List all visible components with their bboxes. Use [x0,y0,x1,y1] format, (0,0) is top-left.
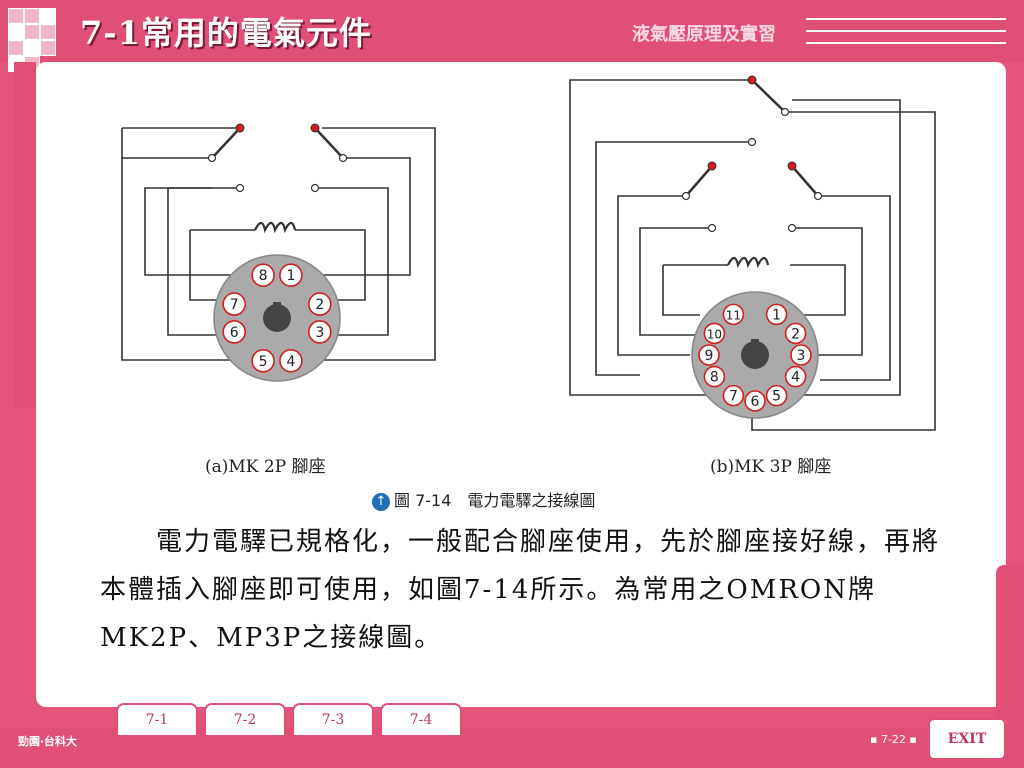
pin-4 [279,348,303,373]
pin-4 [784,365,807,388]
left-border [14,62,36,407]
exit-button[interactable]: EXIT [928,718,1006,760]
pin-label: 5 [772,389,781,405]
pin-label: 1 [286,268,295,284]
tab-7-4[interactable]: 7-4 [380,703,462,737]
pin-7 [722,384,745,407]
contact-points [207,107,823,233]
page-number: ▪ 7-22 ▪ [870,733,917,746]
red-contacts [235,75,797,171]
caption-mk2p: (a)MK 2P 腳座 [205,457,326,477]
pin-5 [251,348,275,373]
pin-9 [698,344,720,366]
pin-11 [722,303,745,326]
decorative-squares [8,8,70,78]
pin-label: 4 [286,354,295,370]
pin-6 [744,390,766,412]
pin-7 [222,292,247,316]
pins-2p: 8 1 7 2 6 3 5 4 [222,263,332,373]
pin-3 [307,320,332,344]
pin-label: 7 [729,389,738,405]
pin-2 [307,292,332,316]
pin-label: 9 [705,348,714,364]
pin-label: 5 [259,354,268,370]
pin-label: 8 [710,370,719,386]
pin-label: 8 [259,268,268,284]
pin-8 [703,365,726,388]
divider [806,18,1006,20]
page-title: 7-1常用的電氣元件 [80,14,372,52]
pin-label: 3 [797,348,806,364]
pin-1 [765,303,788,326]
tab-7-2[interactable]: 7-2 [204,703,286,737]
up-arrow-icon: ↑ [372,492,390,511]
right-border-tab [996,565,1024,730]
pin-5 [765,384,788,407]
pin-label: 11 [726,308,741,322]
pin-label: 2 [315,297,324,313]
publisher-logo: 勁園‧台科大 [18,733,77,749]
pin-label: 6 [751,394,760,410]
body-paragraph: 電力電驛已規格化，一般配合腳座使用，先於腳座接好線，再將本體插入腳座即可使用，如… [100,527,941,653]
divider [806,30,1006,32]
tab-7-3[interactable]: 7-3 [292,703,374,737]
pin-label: 7 [230,297,239,313]
pin-label: 3 [315,325,324,341]
caption-mk3p: (b)MK 3P 腳座 [710,457,832,477]
pin-10 [703,322,726,345]
pin-8 [251,263,275,288]
pin-1 [279,263,303,288]
pin-label: 1 [772,307,781,323]
tab-7-1[interactable]: 7-1 [116,703,198,737]
content-panel [36,62,1006,707]
figure-caption-text: 圖 7-14 電力電驛之接線圖 [394,491,596,510]
pin-label: 2 [791,326,800,342]
publisher-name: 勁園‧台科大 [18,735,77,748]
divider [806,42,1006,44]
pin-label: 10 [707,327,722,341]
figure-caption: ↑圖 7-14 電力電驛之接線圖 [372,487,595,511]
pin-6 [222,320,247,344]
pin-2 [784,322,807,345]
pin-label: 6 [230,325,239,341]
pin-label: 4 [791,370,800,386]
pin-3 [790,344,812,366]
subject-title: 液氣壓原理及實習 [632,24,776,45]
